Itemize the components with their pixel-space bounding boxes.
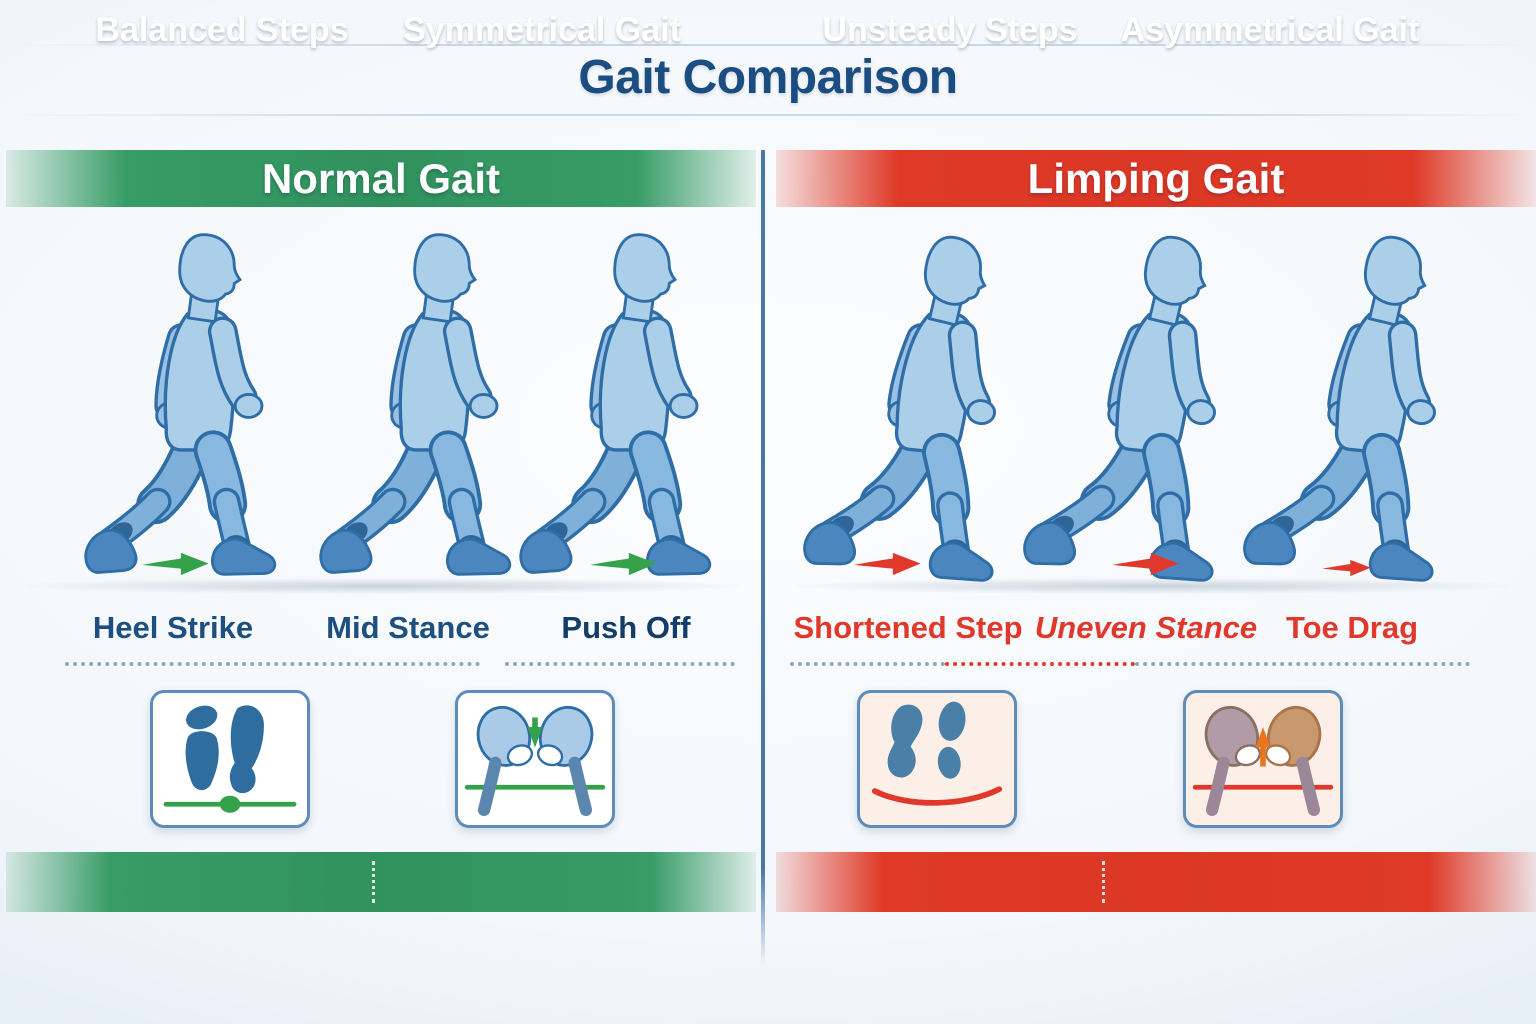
symmetrical-pelvis-card — [455, 690, 615, 828]
phase-label-push-off: Push Off — [561, 610, 691, 645]
limping-figure-toe-drag — [1235, 228, 1465, 582]
normal-gait-panel: Normal Gait Heel Strike Mid Stance Push … — [6, 11, 756, 912]
green-step-arrow-icon — [140, 552, 218, 576]
normal-gait-header: Normal Gait — [261, 155, 501, 202]
normal-gait-footer-banner — [6, 852, 756, 912]
ground-shadow — [28, 578, 740, 594]
title-underline — [0, 114, 1536, 116]
unsteady-footprints-card — [857, 690, 1017, 828]
limping-gait-header-banner: Limping Gait — [776, 150, 1536, 207]
green-step-arrow-icon — [588, 552, 666, 576]
walking-figure-mid-stance — [315, 228, 545, 582]
balanced-steps-label: Balanced Steps — [95, 11, 349, 49]
ground-shadow — [796, 578, 1508, 594]
red-step-arrow-icon — [1110, 552, 1188, 576]
dotted-separator — [1135, 662, 1470, 666]
red-step-arrow-icon — [1322, 556, 1376, 580]
dotted-separator — [65, 662, 480, 666]
phase-label-mid-stance: Mid Stance — [326, 610, 490, 645]
limping-gait-panel: Limping Gait Shortened Step Uneven Stanc… — [768, 0, 1536, 1024]
symmetrical-gait-label: Symmetrical Gait — [403, 11, 681, 49]
limping-figure-shortened-step — [795, 228, 1025, 582]
balanced-footprints-card — [150, 690, 310, 828]
asymmetrical-pelvis-icon — [1192, 705, 1334, 817]
phase-label-uneven-stance: Uneven Stance — [1034, 610, 1258, 645]
center-divider-line — [761, 150, 765, 965]
page-title: Gait Comparison — [578, 51, 958, 104]
walking-figure-push-off — [515, 228, 745, 582]
red-step-arrow-icon — [852, 552, 930, 576]
balanced-footprints-icon — [163, 705, 297, 813]
phase-label-heel-strike: Heel Strike — [92, 610, 254, 645]
asymmetrical-gait-label: Asymmetrical Gait — [1120, 11, 1420, 49]
dotted-separator-red — [945, 662, 1135, 666]
symmetrical-pelvis-icon — [464, 705, 606, 817]
dotted-separator — [790, 662, 945, 666]
unsteady-footprints-icon — [871, 701, 1003, 806]
unsteady-steps-label: Unsteady Steps — [822, 11, 1078, 49]
footer-dotted-divider — [372, 861, 375, 903]
normal-gait-header-banner: Normal Gait — [6, 150, 756, 207]
asymmetrical-pelvis-card — [1183, 690, 1343, 828]
limping-gait-footer-banner — [776, 852, 1536, 912]
phase-label-shortened-step: Shortened Step — [793, 610, 1023, 645]
footer-dotted-divider — [1102, 861, 1105, 903]
dotted-separator — [505, 662, 735, 666]
walking-figure-heel-strike — [80, 228, 310, 582]
limping-gait-header: Limping Gait — [1027, 155, 1285, 202]
phase-label-toe-drag: Toe Drag — [1285, 610, 1419, 645]
top-rule-line — [0, 44, 1536, 46]
limping-figure-uneven-stance — [1015, 228, 1245, 582]
